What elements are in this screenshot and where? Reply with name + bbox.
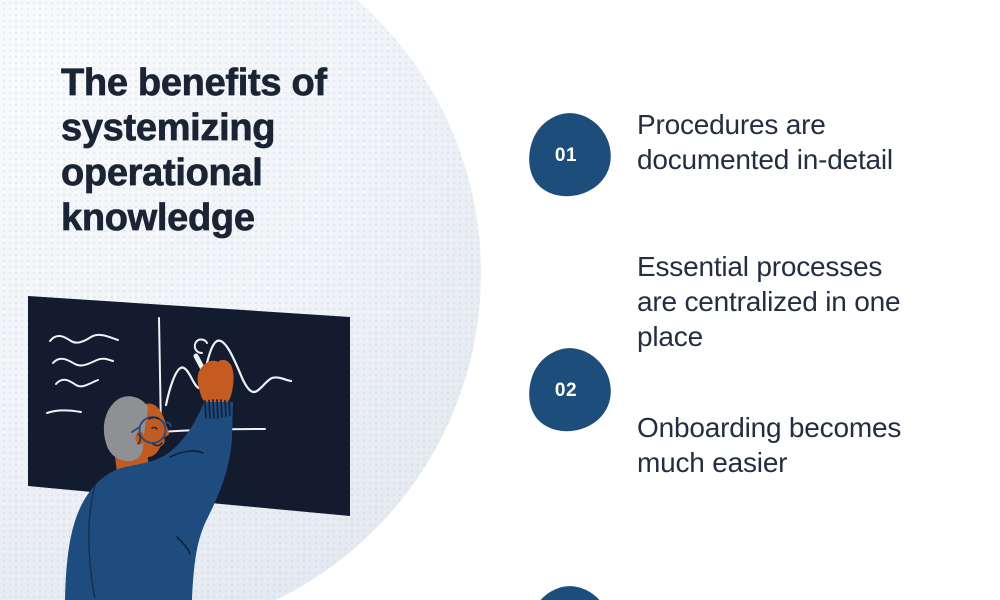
page-title: The benefits of systemizing operational … — [61, 62, 328, 240]
teacher-facial-features — [148, 416, 163, 447]
chalk-curve — [164, 339, 293, 407]
sleeve-cuff-stripes — [204, 399, 231, 419]
benefit-text: Onboarding becomes much easier — [637, 412, 902, 478]
teacher-hand — [197, 359, 234, 402]
benefit-number: 02 — [554, 380, 578, 401]
blob-badge-icon — [529, 348, 611, 432]
blackboard — [28, 296, 350, 516]
blob-badge-icon — [529, 113, 611, 197]
teacher-blackboard-illustration — [28, 296, 350, 600]
blob-badge-icon — [540, 586, 600, 600]
teacher-sweater — [65, 400, 233, 600]
ear-line — [137, 433, 141, 445]
benefit-number: 01 — [554, 145, 578, 166]
chalk-squiggles — [46, 333, 119, 414]
benefit-badge-2: 02 — [525, 345, 613, 435]
benefit-badge-3: 03 — [525, 583, 613, 600]
benefit-text: Essential processes are centralized in o… — [637, 251, 901, 352]
sweater-fold-lines — [88, 450, 204, 599]
teacher-person — [65, 353, 234, 600]
chalk-dot — [193, 338, 208, 354]
teacher-hair — [103, 396, 148, 462]
benefit-text: Procedures are documented in-detail — [637, 109, 893, 175]
benefit-number: 03 — [522, 584, 610, 600]
benefit-badge-1: 01 — [525, 110, 613, 200]
